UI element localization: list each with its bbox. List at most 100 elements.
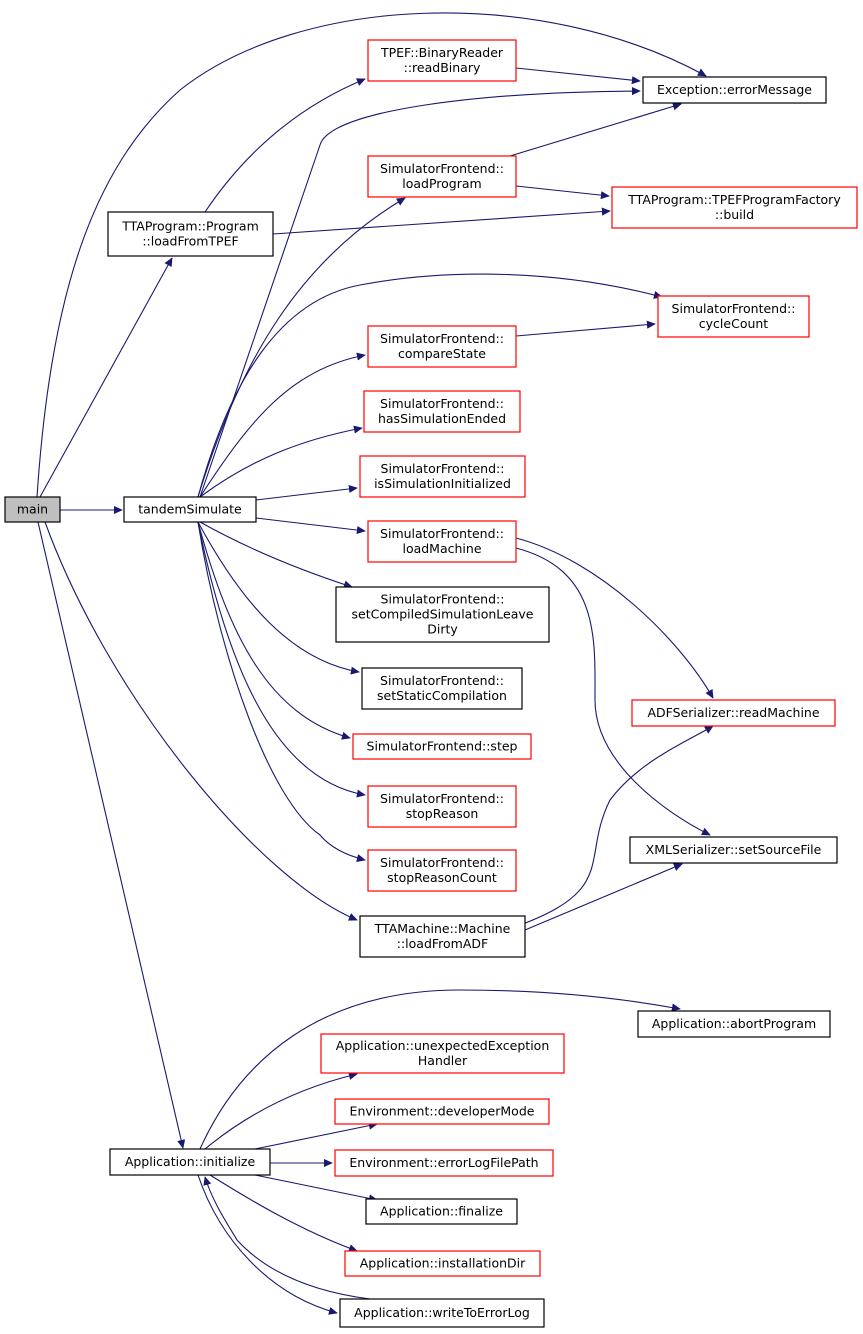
node-label-line: TTAProgram::Program	[121, 219, 259, 234]
edge-main-to-appInitialize	[37, 521, 186, 1149]
node-box	[361, 667, 523, 710]
node-box	[642, 76, 827, 104]
edge-tandemSimulate-to-setCompiledSimulationLeaveDirty	[199, 521, 353, 589]
edge-loadProgram-to-errorMessage	[509, 102, 682, 157]
edge-appInitialize-to-appFinalize	[254, 1174, 378, 1203]
edge-readBinary-to-errorMessage	[515, 67, 641, 85]
node-loadFromADF[interactable]: TTAMachine::Machine::loadFromADF	[359, 915, 526, 958]
node-label-line: SimulatorFrontend::	[380, 526, 504, 541]
node-appInitialize[interactable]: Application::initialize	[109, 1148, 271, 1176]
node-loadMachine[interactable]: SimulatorFrontend::loadMachine	[367, 520, 517, 563]
nodes-layer: main tandemSimulate TPEF::BinaryReader::re…	[4, 39, 858, 1328]
node-box	[335, 586, 550, 643]
node-setCompiledSimulationLeaveDirty[interactable]: SimulatorFrontend::setCompiledSimulation…	[335, 586, 550, 643]
node-box	[359, 455, 526, 498]
node-box	[339, 1298, 545, 1328]
node-label-line: ::build	[715, 207, 754, 222]
node-label-line: SimulatorFrontend::	[381, 592, 505, 607]
edge-loadFromTPEF-to-tpefBuild	[272, 207, 611, 235]
node-box	[367, 785, 517, 828]
node-box	[367, 155, 517, 198]
node-errorMessage[interactable]: Exception::errorMessage	[642, 76, 827, 104]
node-box	[334, 1098, 550, 1125]
node-box	[4, 496, 61, 523]
node-label-line: SimulatorFrontend::	[380, 331, 504, 346]
node-label-line: ::loadFromADF	[397, 936, 488, 951]
node-loadProgram[interactable]: SimulatorFrontend::loadProgram	[367, 155, 517, 198]
node-stopReasonCount[interactable]: SimulatorFrontend::stopReasonCount	[367, 849, 517, 892]
node-label-line: Application::installationDir	[360, 1256, 526, 1271]
node-installationDir[interactable]: Application::installationDir	[344, 1250, 541, 1277]
node-label-line: SimulatorFrontend::	[381, 461, 505, 476]
node-stopReason[interactable]: SimulatorFrontend::stopReason	[367, 785, 517, 828]
edge-tandemSimulate-to-hasSimulationEnded	[199, 425, 363, 498]
node-main[interactable]: main	[4, 496, 61, 523]
node-box	[109, 1148, 271, 1176]
node-label-line: compareState	[398, 346, 486, 361]
node-developerMode[interactable]: Environment::developerMode	[334, 1098, 550, 1125]
node-cycleCount[interactable]: SimulatorFrontend::cycleCount	[657, 295, 810, 338]
node-box	[367, 39, 517, 82]
edge-tandemSimulate-to-loadProgram	[197, 197, 406, 498]
node-label-line: loadMachine	[402, 541, 481, 556]
node-box	[637, 1010, 831, 1038]
edge-tandemSimulate-to-stopReason	[197, 521, 366, 798]
node-setSourceFile[interactable]: XMLSerializer::setSourceFile	[629, 836, 838, 864]
node-step[interactable]: SimulatorFrontend::step	[352, 733, 532, 760]
edge-loadFromADF-to-setSourceFile	[524, 863, 683, 931]
edge-writeToErrorLog-to-appInitialize	[203, 1176, 371, 1300]
node-label-line: TPEF::BinaryReader	[380, 45, 504, 60]
edge-loadProgram-to-tpefBuild	[515, 185, 610, 200]
edge-main-to-loadFromTPEF	[39, 257, 173, 498]
node-isSimulationInitialized[interactable]: SimulatorFrontend::isSimulationInitializ…	[359, 455, 526, 498]
node-box	[365, 1198, 518, 1225]
node-tandemSimulate[interactable]: tandemSimulate	[123, 496, 257, 523]
node-readMachine[interactable]: ADFSerializer::readMachine	[631, 699, 836, 727]
node-label-line: SimulatorFrontend::	[380, 855, 504, 870]
node-abortProgram[interactable]: Application::abortProgram	[637, 1010, 831, 1038]
node-label-line: XMLSerializer::setSourceFile	[646, 842, 822, 857]
edge-tandemSimulate-to-cycleCount	[197, 273, 663, 498]
node-box	[107, 211, 274, 257]
node-hasSimulationEnded[interactable]: SimulatorFrontend::hasSimulationEnded	[363, 390, 521, 433]
edge-loadFromTPEF-to-readBinary	[204, 78, 366, 213]
node-writeToErrorLog[interactable]: Application::writeToErrorLog	[339, 1298, 545, 1328]
node-box	[344, 1250, 541, 1277]
node-label-line: hasSimulationEnded	[378, 411, 506, 426]
node-box	[631, 699, 836, 727]
edge-tandemSimulate-to-compareState	[199, 352, 366, 498]
edge-loadMachine-to-setSourceFile	[515, 547, 711, 836]
edge-tandemSimulate-to-errorMessage	[199, 87, 641, 498]
edge-tandemSimulate-to-loadMachine	[255, 517, 366, 535]
node-box	[352, 733, 532, 760]
edge-appInitialize-to-unexpectedExceptionHandler	[204, 1071, 358, 1150]
node-label-line: tandemSimulate	[138, 502, 242, 517]
node-loadFromTPEF[interactable]: TTAProgram::Program::loadFromTPEF	[107, 211, 274, 257]
node-label-line: Environment::errorLogFilePath	[349, 1155, 538, 1170]
node-compareState[interactable]: SimulatorFrontend::compareState	[367, 325, 517, 368]
node-box	[367, 325, 517, 368]
node-box	[334, 1149, 554, 1177]
node-appFinalize[interactable]: Application::finalize	[365, 1198, 518, 1225]
node-label-line: Application::initialize	[125, 1154, 256, 1169]
node-tpefBuild[interactable]: TTAProgram::TPEFProgramFactory::build	[611, 186, 858, 229]
node-label-line: stopReasonCount	[387, 870, 497, 885]
edge-compareState-to-cycleCount	[515, 320, 656, 337]
node-readBinary[interactable]: TPEF::BinaryReader::readBinary	[367, 39, 517, 82]
node-label-line: TTAProgram::TPEFProgramFactory	[627, 192, 841, 207]
node-label-line: Exception::errorMessage	[657, 82, 812, 97]
node-box	[123, 496, 257, 523]
node-errorLogFilePath[interactable]: Environment::errorLogFilePath	[334, 1149, 554, 1177]
edge-tandemSimulate-to-setStaticCompilation	[197, 521, 360, 675]
node-label-line: Dirty	[427, 622, 458, 637]
node-label-line: setCompiledSimulationLeave	[352, 607, 534, 622]
edge-loadFromADF-to-readMachine	[511, 725, 714, 929]
node-label-line: isSimulationInitialized	[374, 476, 511, 491]
node-setStaticCompilation[interactable]: SimulatorFrontend::setStaticCompilation	[361, 667, 523, 710]
node-box	[359, 915, 526, 958]
node-label-line: cycleCount	[699, 316, 769, 331]
edge-loadMachine-to-readMachine	[515, 537, 714, 699]
node-box	[611, 186, 858, 229]
